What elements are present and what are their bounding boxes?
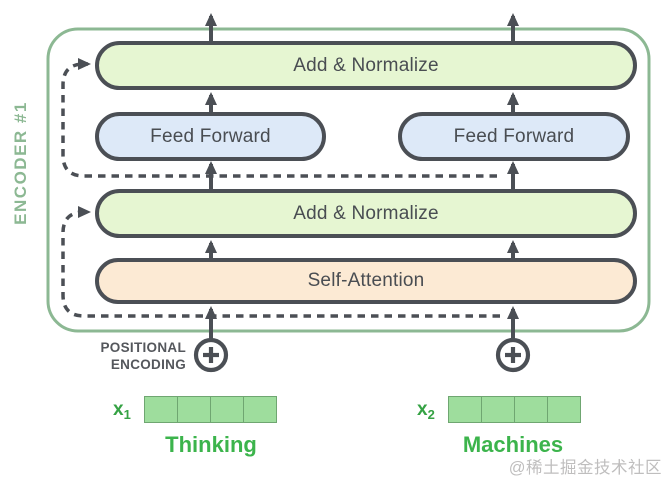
vector-cell <box>244 397 276 422</box>
feed-forward-right-label: Feed Forward <box>453 125 575 147</box>
token-word-machines: Machines <box>462 432 564 457</box>
token-x2-embedding-vector <box>448 396 581 423</box>
vector-cell <box>449 397 482 422</box>
watermark-text: @稀土掘金技术社区 <box>508 459 662 477</box>
vector-cell <box>211 397 244 422</box>
add-normalize-mid-block: Add & Normalize <box>95 189 637 238</box>
feed-forward-left-label: Feed Forward <box>150 125 271 147</box>
token-word-thinking: Thinking <box>165 432 257 457</box>
vector-cell <box>548 397 580 422</box>
residual-connection-lower-dashed-arrow <box>61 206 500 318</box>
residual-connection-upper-dashed-arrow <box>61 58 497 178</box>
encoder-border <box>46 27 651 333</box>
add-normalize-top-label: Add & Normalize <box>293 54 439 76</box>
add-normalize-mid-label: Add & Normalize <box>293 202 439 224</box>
feed-forward-right-block: Feed Forward <box>398 112 630 161</box>
add-normalize-top-block: Add & Normalize <box>95 41 637 90</box>
token-x2-label: x2 <box>417 399 435 422</box>
positional-encoding-line1: POSITIONAL <box>100 340 186 355</box>
vector-cell <box>482 397 515 422</box>
self-attention-block: Self-Attention <box>95 258 637 304</box>
self-attention-label: Self-Attention <box>307 270 425 291</box>
token-x1-label: x1 <box>113 399 131 422</box>
vector-cell <box>515 397 548 422</box>
plus-circle-icon-right <box>495 337 531 373</box>
token-x1-embedding-vector <box>144 396 277 423</box>
positional-encoding-label: POSITIONAL ENCODING <box>60 339 186 373</box>
feed-forward-left-block: Feed Forward <box>95 112 326 161</box>
positional-encoding-line2: ENCODING <box>110 357 186 372</box>
vector-cell <box>145 397 178 422</box>
vector-cell <box>178 397 211 422</box>
plus-circle-icon-left <box>193 337 229 373</box>
